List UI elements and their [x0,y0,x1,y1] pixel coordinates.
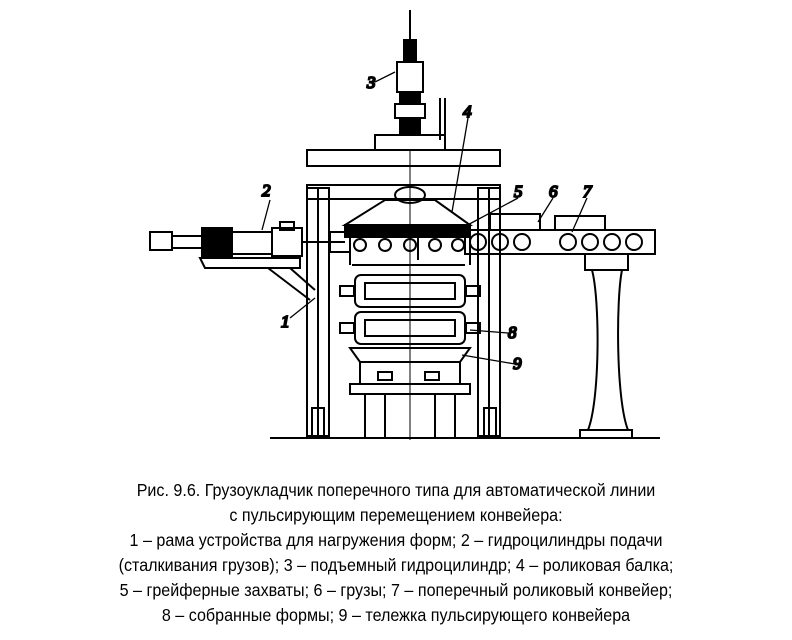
leader-lines [261,71,588,365]
loader-technical-drawing: 3 2 4 5 6 7 1 8 9 [149,10,660,440]
caption-legend-line: 5 – грейферные захваты; 6 – грузы; 7 – п… [119,580,673,600]
label-3: 3 [366,73,376,92]
label-8: 8 [508,323,517,342]
label-4: 4 [463,102,472,121]
caption-legend-line: 8 – собранные формы; 9 – тележка пульсир… [161,605,631,625]
caption-title-line: с пульсирующим перемещением конвейера: [229,505,563,525]
label-5: 5 [514,182,523,201]
label-7: 7 [583,182,593,201]
label-9: 9 [513,354,522,373]
label-6: 6 [549,182,558,201]
caption-title-line: Рис. 9.6. Грузоукладчик поперечного типа… [136,480,656,500]
figure-caption: Рис. 9.6. Грузоукладчик поперечного типа… [32,478,761,628]
label-2: 2 [262,181,271,200]
feed-cylinders [149,221,351,301]
caption-legend-line: 1 – рама устройства для нагружения форм;… [129,530,663,550]
roller-conveyor [464,213,656,439]
caption-legend-line: (сталкивания грузов); 3 – подъемный гидр… [118,555,674,575]
lifting-cylinder [394,10,446,140]
label-1: 1 [281,312,290,331]
